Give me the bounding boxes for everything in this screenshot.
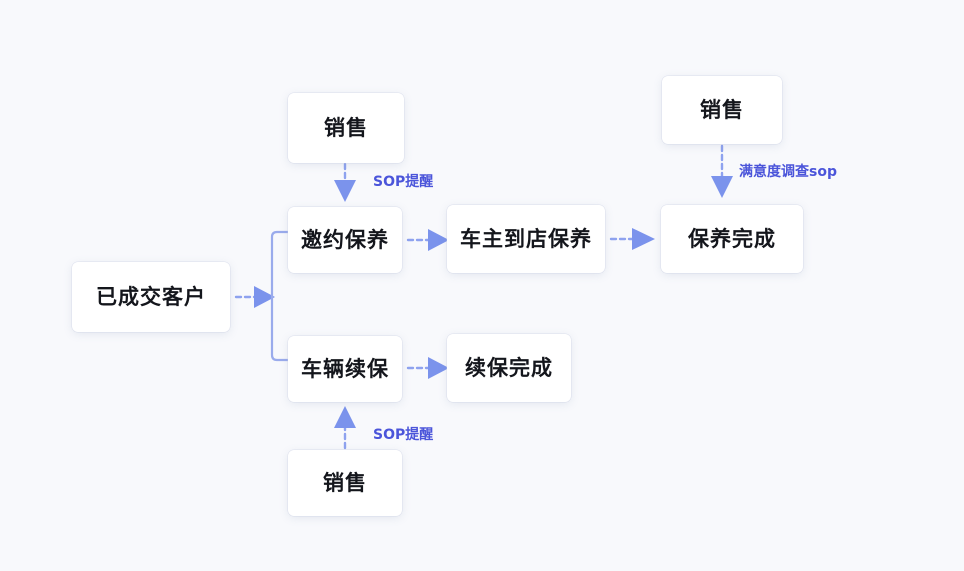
edge-label-satisfaction-survey-sop: 满意度调查sop	[739, 164, 837, 180]
edge-renew-to-renew-done	[406, 357, 449, 379]
node-sales-right[interactable]: 销售	[662, 76, 782, 144]
node-vehicle-insurance-renewal[interactable]: 车辆续保	[288, 336, 402, 402]
edge-sales-bottom-to-renew	[334, 406, 356, 450]
node-label: 保养完成	[688, 226, 776, 251]
node-owner-arrives-maintenance[interactable]: 车主到店保养	[447, 205, 605, 273]
node-label: 邀约保养	[301, 227, 389, 252]
edge-sales-right-to-maintenance-done	[711, 144, 733, 198]
edge-customer-to-branch	[234, 286, 275, 308]
node-renewal-complete[interactable]: 续保完成	[447, 334, 571, 402]
edge-branch-bracket	[270, 230, 290, 362]
node-label: 销售	[323, 470, 367, 495]
edge-label-sop-reminder-top: SOP提醒	[373, 174, 434, 190]
edge-label-sop-reminder-bottom: SOP提醒	[373, 427, 434, 443]
node-label: 已成交客户	[96, 284, 206, 309]
node-invite-maintenance[interactable]: 邀约保养	[288, 207, 402, 273]
edge-arrive-to-maintenance-done	[609, 228, 655, 250]
node-label: 车主到店保养	[460, 226, 592, 251]
edge-sales-top-to-invite	[334, 162, 356, 202]
edge-invite-to-arrive	[406, 229, 449, 251]
node-sales-top[interactable]: 销售	[288, 93, 404, 163]
node-maintenance-complete[interactable]: 保养完成	[661, 205, 803, 273]
node-sales-bottom[interactable]: 销售	[288, 450, 402, 516]
node-label: 续保完成	[465, 355, 553, 380]
node-label: 销售	[324, 115, 368, 140]
node-closed-customer[interactable]: 已成交客户	[72, 262, 230, 332]
node-label: 车辆续保	[301, 356, 389, 381]
node-label: 销售	[700, 97, 744, 122]
